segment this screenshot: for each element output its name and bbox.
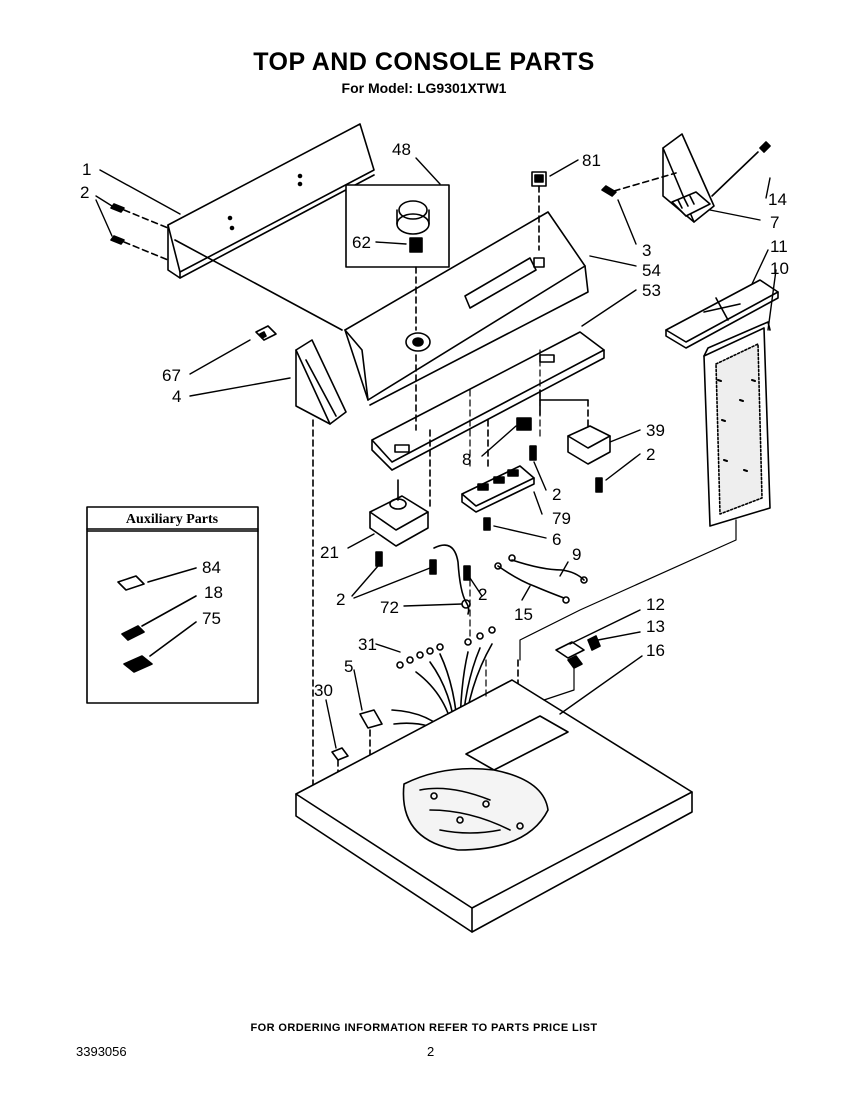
screw-part bbox=[375, 445, 603, 581]
switch-part bbox=[539, 389, 611, 465]
callout-11: 11 bbox=[770, 237, 788, 256]
clip-part bbox=[255, 325, 277, 341]
callout-16: 16 bbox=[646, 641, 665, 660]
callout-1: 1 bbox=[82, 160, 91, 179]
auxiliary-parts-box bbox=[86, 506, 259, 704]
knob-assembly-part bbox=[345, 184, 450, 431]
callout-53: 53 bbox=[642, 281, 661, 300]
callout-10: 10 bbox=[770, 259, 789, 278]
assembly-guide-lines bbox=[519, 519, 737, 701]
callout-54: 54 bbox=[642, 261, 661, 280]
page-title: TOP AND CONSOLE PARTS bbox=[253, 48, 595, 76]
callout-15: 15 bbox=[514, 605, 533, 624]
callout-84: 84 bbox=[202, 558, 221, 577]
callout-4: 4 bbox=[172, 387, 181, 406]
callout-9: 9 bbox=[572, 545, 581, 564]
screw-part bbox=[110, 203, 169, 261]
rear-panel-part bbox=[167, 123, 375, 279]
end-bracket-part bbox=[601, 133, 771, 223]
assembly-guide-lines bbox=[469, 349, 541, 701]
callout-7: 7 bbox=[770, 213, 779, 232]
callout-31: 31 bbox=[358, 635, 377, 654]
callout-30: 30 bbox=[314, 681, 333, 700]
callout-62: 62 bbox=[352, 233, 371, 252]
callout-leaders bbox=[95, 157, 777, 749]
callout-2: 2 bbox=[478, 585, 487, 604]
auxiliary-parts-title: Auxiliary Parts bbox=[126, 512, 219, 527]
callout-3: 3 bbox=[642, 241, 651, 260]
callout-2: 2 bbox=[646, 445, 655, 464]
callout-81: 81 bbox=[582, 151, 601, 170]
small-switch-part bbox=[516, 417, 532, 431]
callout-5: 5 bbox=[344, 657, 353, 676]
top-panel-part bbox=[295, 679, 693, 933]
ordering-info-note: FOR ORDERING INFORMATION REFER TO PARTS … bbox=[250, 1022, 598, 1034]
wire-part bbox=[494, 554, 588, 604]
callout-14: 14 bbox=[768, 190, 787, 209]
callout-2: 2 bbox=[552, 485, 561, 504]
clip-part bbox=[531, 171, 547, 251]
page-number: 2 bbox=[427, 1044, 435, 1059]
callout-79: 79 bbox=[552, 509, 571, 528]
callout-12: 12 bbox=[646, 595, 665, 614]
console-panel-part bbox=[174, 211, 589, 406]
callout-21: 21 bbox=[320, 543, 339, 562]
lint-screen-part bbox=[703, 321, 771, 527]
callout-labels: 1 2 48 62 81 3 54 53 14 7 11 10 67 4 39 … bbox=[80, 140, 789, 700]
callout-67: 67 bbox=[162, 366, 181, 385]
callout-13: 13 bbox=[646, 617, 665, 636]
callout-6: 6 bbox=[552, 530, 561, 549]
callout-39: 39 bbox=[646, 421, 665, 440]
push-button-assembly-part bbox=[461, 419, 535, 513]
callout-72: 72 bbox=[380, 598, 399, 617]
callout-8: 8 bbox=[462, 450, 471, 469]
document-number: 3393056 bbox=[76, 1044, 127, 1059]
model-subtitle: For Model: LG9301XTW1 bbox=[341, 80, 507, 96]
callout-48: 48 bbox=[392, 140, 411, 159]
lint-cover-part bbox=[665, 279, 779, 349]
timer-part bbox=[369, 429, 431, 547]
callout-18: 18 bbox=[204, 583, 223, 602]
callout-2: 2 bbox=[80, 183, 89, 202]
callout-75: 75 bbox=[202, 609, 221, 628]
callout-2: 2 bbox=[336, 590, 345, 609]
end-cap-part bbox=[295, 339, 347, 801]
